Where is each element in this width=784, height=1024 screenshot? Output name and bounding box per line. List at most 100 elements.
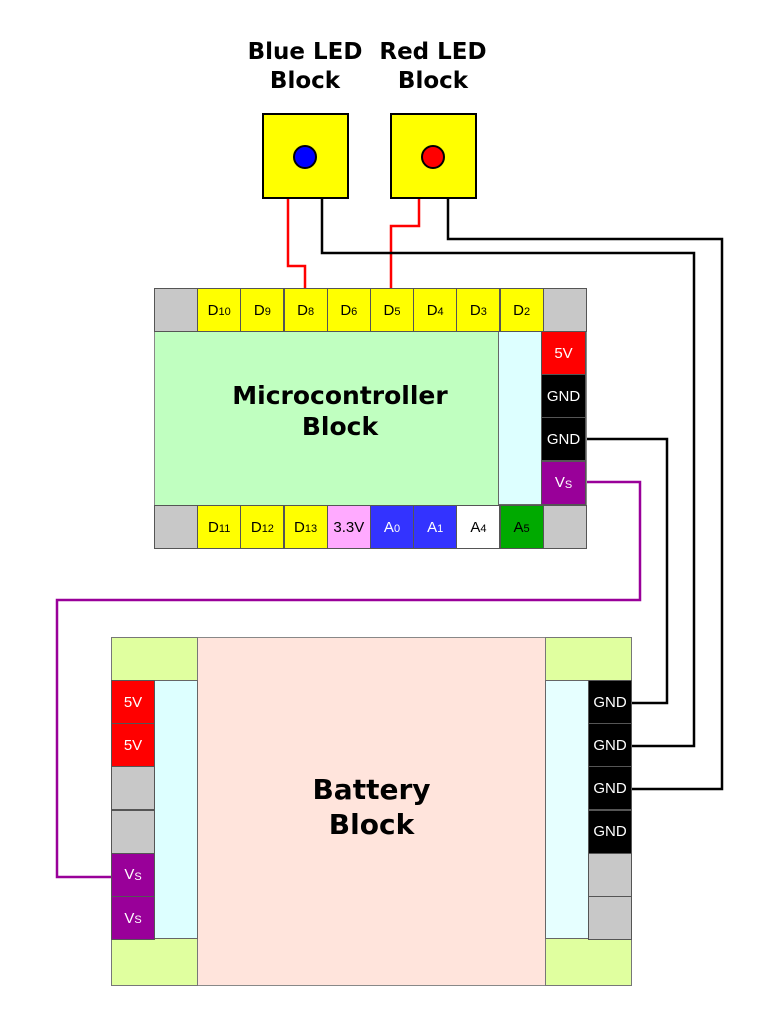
pin-subscript: 4 bbox=[437, 306, 444, 318]
red-led-icon bbox=[421, 145, 445, 169]
pin-label: GND bbox=[546, 430, 581, 448]
battery-left-pin-5v: 5V bbox=[111, 680, 155, 724]
red-led-title-line2: Block bbox=[397, 67, 469, 94]
pin-label: D bbox=[207, 301, 219, 319]
red-led-title-line1: Red LED bbox=[379, 39, 487, 65]
pin-label: GND bbox=[593, 779, 627, 797]
mcu-right-pin-5v: 5V bbox=[541, 331, 586, 375]
pin-subscript: 3 bbox=[480, 306, 487, 318]
battery-left-strip bbox=[154, 680, 198, 939]
pin-label: A bbox=[513, 518, 524, 536]
pin-label: 5V bbox=[554, 344, 573, 362]
pin-subscript: 2 bbox=[523, 306, 531, 318]
pin-label: 5V bbox=[123, 693, 143, 711]
pin-label: A bbox=[427, 518, 438, 536]
mcu-bottom-pin-empty bbox=[542, 505, 587, 549]
pin-subscript: 13 bbox=[304, 523, 318, 535]
pin-subscript: 5 bbox=[394, 306, 401, 318]
red-led-block bbox=[390, 113, 477, 199]
battery-corner-bottom-left bbox=[111, 938, 198, 986]
pin-label: D bbox=[426, 301, 438, 319]
pin-label: GND bbox=[593, 736, 627, 754]
battery-right-pin-gnd: GND bbox=[588, 809, 632, 854]
pin-label: 5V bbox=[123, 736, 143, 754]
pin-subscript: 0 bbox=[393, 523, 401, 535]
pin-subscript: 1 bbox=[437, 523, 444, 535]
blue-led-block-title: Blue LED Block bbox=[232, 38, 378, 96]
pin-subscript: 6 bbox=[351, 306, 358, 318]
pin-label: A bbox=[470, 518, 481, 536]
battery-left-pin-5v: 5V bbox=[111, 723, 155, 768]
pin-label: D bbox=[513, 301, 524, 319]
battery-left-pin-empty bbox=[111, 766, 155, 811]
pin-label: V bbox=[124, 909, 135, 927]
battery-corner-top-left bbox=[111, 637, 198, 681]
battery-right-pin-gnd: GND bbox=[588, 723, 632, 768]
microcontroller-title-line1: Microcontroller bbox=[232, 381, 448, 410]
battery-block-title: Battery Block bbox=[198, 772, 545, 842]
wire-blue-led-to-d8 bbox=[286, 198, 307, 288]
mcu-top-pin-empty bbox=[154, 288, 198, 332]
pin-label: D bbox=[383, 301, 395, 319]
blue-led-block bbox=[262, 113, 349, 199]
battery-right-pin-gnd: GND bbox=[588, 680, 632, 724]
mcu-right-pin-gnd: GND bbox=[541, 417, 586, 462]
red-led-block-title: Red LED Block bbox=[360, 38, 506, 96]
pin-label: D bbox=[253, 301, 265, 319]
blue-led-title-line2: Block bbox=[269, 67, 341, 94]
battery-right-pin-empty bbox=[588, 852, 632, 897]
mcu-top-pin-empty bbox=[542, 288, 587, 332]
pin-subscript: S bbox=[134, 914, 142, 926]
blue-led-title-line1: Blue LED bbox=[247, 39, 363, 65]
battery-corner-top-right bbox=[545, 637, 632, 681]
pin-label: GND bbox=[593, 823, 627, 841]
pin-label: D bbox=[297, 301, 308, 319]
pin-label: D bbox=[469, 301, 481, 319]
pin-label: V bbox=[554, 474, 565, 492]
pin-label: D bbox=[340, 301, 352, 319]
battery-title-line2: Block bbox=[328, 808, 415, 841]
wire-red-led-to-d5 bbox=[389, 198, 421, 288]
pin-label: GND bbox=[546, 387, 581, 405]
pin-subscript: S bbox=[564, 478, 573, 491]
battery-title-line1: Battery bbox=[312, 773, 431, 806]
mcu-bottom-pin-3-3v: 3.3V bbox=[326, 505, 371, 549]
battery-corner-bottom-right bbox=[545, 938, 632, 986]
pin-label: D bbox=[208, 518, 219, 536]
pin-subscript: 10 bbox=[218, 306, 231, 318]
blue-led-icon bbox=[293, 145, 317, 169]
pin-label: A bbox=[383, 518, 394, 536]
microcontroller-title-line2: Block bbox=[301, 412, 379, 442]
pin-subscript: 5 bbox=[523, 523, 530, 535]
pin-subscript: 4 bbox=[480, 523, 487, 535]
battery-right-pin-empty bbox=[588, 896, 632, 940]
pin-subscript: 12 bbox=[261, 523, 274, 535]
microcontroller-block-title: Microcontroller Block bbox=[154, 380, 526, 443]
battery-right-pin-gnd: GND bbox=[588, 766, 632, 811]
pin-subscript: 8 bbox=[307, 306, 315, 318]
pin-label: 3.3V bbox=[333, 518, 365, 536]
pin-label: D bbox=[294, 518, 305, 536]
battery-right-strip bbox=[545, 680, 589, 939]
pin-subscript: 9 bbox=[264, 306, 271, 318]
pin-label: D bbox=[250, 518, 262, 536]
pin-subscript: 11 bbox=[218, 523, 231, 535]
battery-left-pin-empty bbox=[111, 809, 155, 854]
mcu-bottom-pin-empty bbox=[154, 505, 198, 549]
mcu-right-pin-gnd: GND bbox=[541, 374, 586, 419]
